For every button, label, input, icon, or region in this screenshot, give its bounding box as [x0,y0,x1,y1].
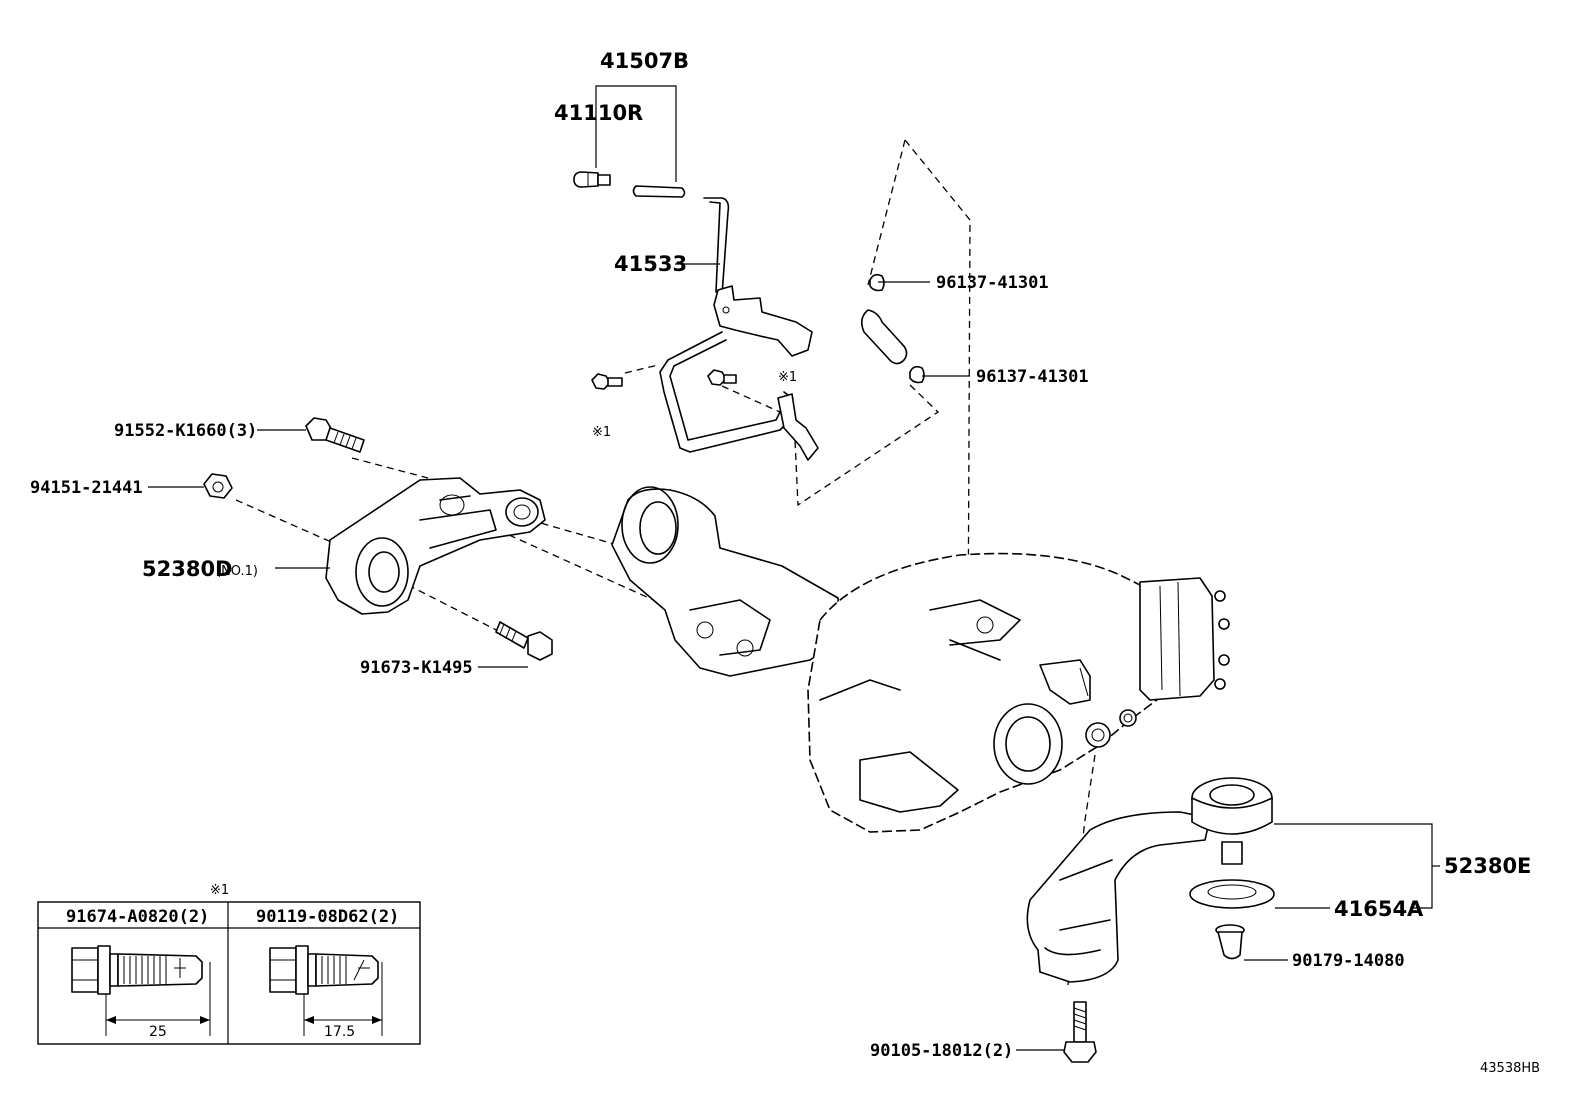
bolt-mark1-left [591,373,623,390]
bolt-91673 [495,621,553,661]
label-96137-upper: 96137-41301 [936,273,1049,293]
diagram-code: 43538HB [1480,1061,1540,1076]
callout-leaders [148,85,1440,1051]
clip-96137-upper [869,273,885,292]
bolt-91674-drawing: 25 [71,945,211,1040]
label-90179: 90179-14080 [1292,951,1405,971]
label-91673: 91673-K1495 [360,658,473,678]
table-col2-length: 17.5 [324,1024,355,1040]
bolt-90105 [1063,1001,1097,1063]
label-41507B: 41507B [600,49,689,73]
cushion-41654A [1189,879,1275,909]
vent-hose [860,309,908,365]
label-94151: 94151-21441 [30,478,143,498]
mount-bracket-52380D [325,477,546,615]
mark-1-right: ※1 [778,370,797,385]
nut-94151 [203,473,233,499]
label-41654A: 41654A [1334,897,1424,921]
bolt-90119-drawing: 17.5 [269,945,383,1040]
breather-pipe-41533 [659,197,819,461]
table-col2-partno: 90119-08D62(2) [256,907,399,927]
label-90105: 90105-18012(2) [870,1041,1013,1061]
label-41533: 41533 [614,252,687,276]
differential-carrier [611,486,1230,833]
reference-table: ※1 91674-A0820(2) 90119-08D62(2) [37,883,421,1045]
clip-96137-lower [909,365,925,384]
table-mark: ※1 [210,883,229,898]
breather-plug-41110R [573,171,611,188]
table-col1-partno: 91674-A0820(2) [66,907,209,927]
mount-arm-52380E [1026,777,1273,983]
bolt-mark1-right [707,369,737,386]
label-52380D: 52380D [142,557,233,581]
table-col1-length: 25 [149,1024,167,1040]
label-91552: 91552-K1660(3) [114,421,257,441]
callout-labels: 41507B 41110R 41533 96137-41301 96137-41… [30,49,1540,1076]
label-52380E: 52380E [1444,854,1531,878]
hose-41507B [632,185,686,198]
label-41110R: 41110R [554,101,643,125]
label-52380D-note: (NO.1) [216,564,258,579]
bolt-91552 [305,417,365,453]
collar-90179 [1215,924,1245,960]
mark-1-left: ※1 [592,425,611,440]
label-96137-lower: 96137-41301 [976,367,1089,387]
